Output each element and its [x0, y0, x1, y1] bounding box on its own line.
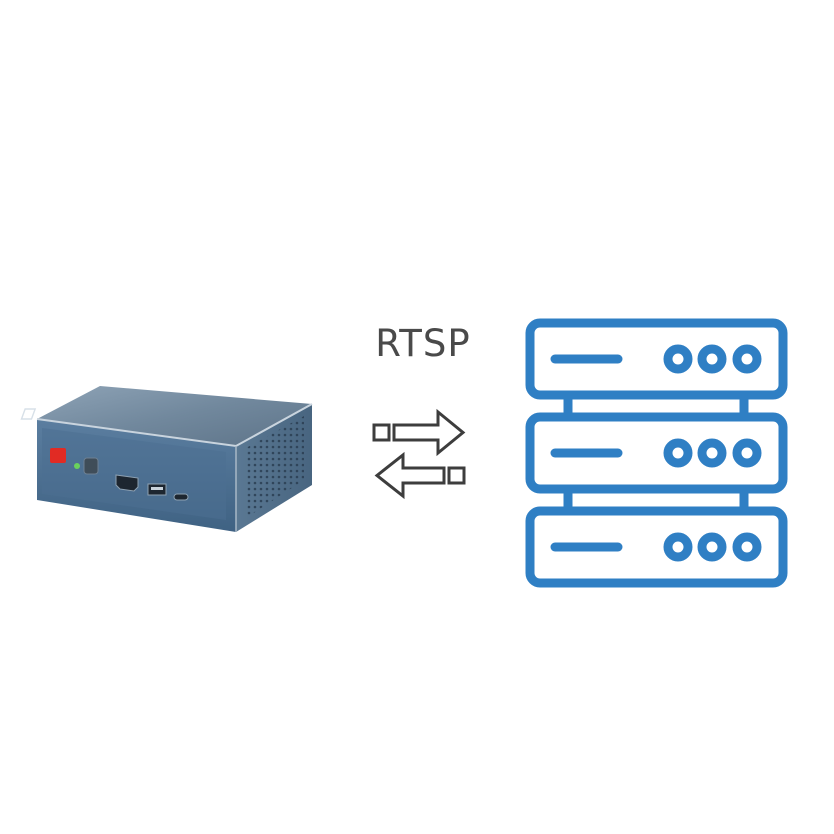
edge-box-device [20, 386, 313, 532]
server-unit-2 [525, 412, 788, 494]
bidirectional-arrows-icon [372, 408, 466, 500]
arrow-right-tail-square [372, 423, 391, 442]
power-button [50, 448, 66, 463]
usb-c-port [173, 493, 189, 501]
server-unit-3 [525, 506, 788, 588]
server-unit-1 [525, 318, 788, 400]
function-button [83, 457, 99, 475]
hdmi-port [115, 474, 139, 492]
protocol-label: RTSP [375, 322, 471, 365]
device-logo [20, 408, 37, 420]
arrow-left-icon [374, 451, 446, 500]
arrow-right-icon [392, 408, 466, 457]
status-led [74, 463, 80, 469]
server-rack-icon [525, 318, 788, 588]
arrow-left-tail-square [447, 466, 466, 485]
